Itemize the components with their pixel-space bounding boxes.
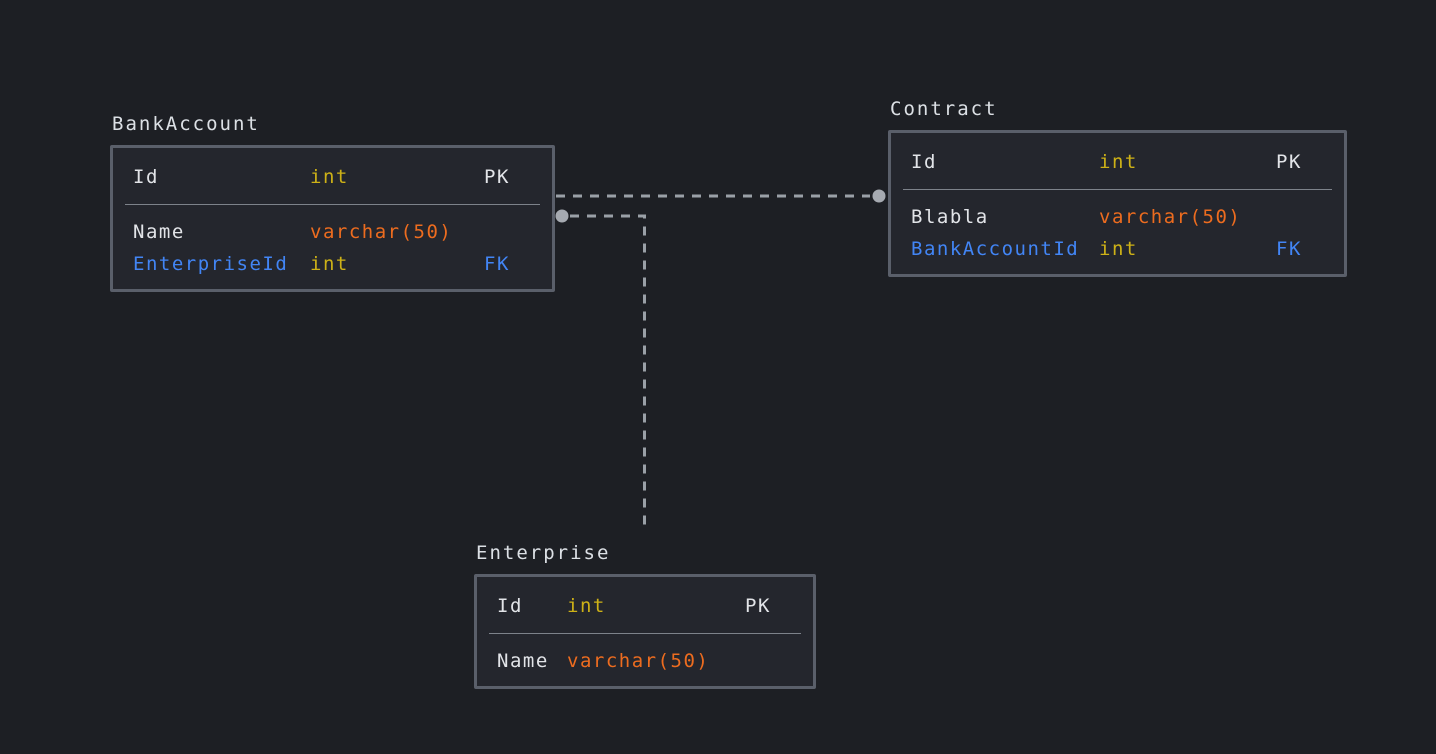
- column-type: varchar(50): [567, 650, 710, 672]
- column-key-badge: FK: [1276, 238, 1302, 260]
- column-name: Id: [133, 166, 159, 188]
- entity-title-bankaccount: BankAccount: [112, 113, 260, 135]
- row-divider: [489, 633, 801, 634]
- column-name: Name: [133, 221, 185, 243]
- row-divider: [903, 189, 1332, 190]
- column-row: EnterpriseId int FK: [113, 248, 552, 280]
- entity-enterprise[interactable]: Enterprise Id int PK Name varchar(50): [474, 541, 816, 689]
- entity-table-contract: Id int PK Blabla varchar(50) BankAccount…: [888, 130, 1347, 277]
- entity-title-contract: Contract: [890, 98, 998, 120]
- entity-contract[interactable]: Contract Id int PK Blabla varchar(50) Ba…: [888, 97, 1347, 277]
- column-row: Name varchar(50): [113, 216, 552, 248]
- pk-section: Id int PK: [477, 577, 813, 633]
- relationship-line-bankaccount-enterprise: [570, 214, 646, 527]
- column-name: Id: [911, 151, 937, 173]
- entity-table-enterprise: Id int PK Name varchar(50): [474, 574, 816, 689]
- columns-section: Blabla varchar(50) BankAccountId int FK: [891, 190, 1344, 274]
- relationship-bankaccount-contract: [556, 189, 886, 203]
- column-row: Blabla varchar(50): [891, 201, 1344, 233]
- column-type: int: [567, 595, 606, 617]
- column-name: BankAccountId: [911, 238, 1080, 260]
- relationship-endpoint-dot-bankaccount: [555, 209, 569, 223]
- pk-section: Id int PK: [113, 148, 552, 204]
- row-divider: [125, 204, 540, 205]
- column-name: EnterpriseId: [133, 253, 289, 275]
- columns-section: Name varchar(50): [477, 634, 813, 686]
- column-name: Blabla: [911, 206, 989, 228]
- pk-section: Id int PK: [891, 133, 1344, 189]
- relationship-bankaccount-enterprise: [555, 209, 646, 527]
- column-key-badge: PK: [1276, 151, 1302, 173]
- column-row: Id int PK: [477, 590, 813, 622]
- column-row: Id int PK: [113, 161, 552, 193]
- column-type: int: [310, 166, 349, 188]
- column-row: Name varchar(50): [477, 645, 813, 677]
- column-name: Id: [497, 595, 523, 617]
- column-key-badge: PK: [484, 166, 510, 188]
- columns-section: Name varchar(50) EnterpriseId int FK: [113, 205, 552, 289]
- column-type: varchar(50): [310, 221, 453, 243]
- entity-table-bankaccount: Id int PK Name varchar(50) EnterpriseId …: [110, 145, 555, 292]
- column-type: int: [310, 253, 349, 275]
- column-type: varchar(50): [1099, 206, 1242, 228]
- column-type: int: [1099, 238, 1138, 260]
- column-name: Name: [497, 650, 549, 672]
- relationship-endpoint-dot-contract: [872, 189, 886, 203]
- column-key-badge: FK: [484, 253, 510, 275]
- column-row: Id int PK: [891, 146, 1344, 178]
- column-row: BankAccountId int FK: [891, 233, 1344, 265]
- column-key-badge: PK: [745, 595, 771, 617]
- column-type: int: [1099, 151, 1138, 173]
- entity-title-enterprise: Enterprise: [476, 542, 611, 564]
- entity-bankaccount[interactable]: BankAccount Id int PK Name varchar(50) E…: [110, 112, 555, 292]
